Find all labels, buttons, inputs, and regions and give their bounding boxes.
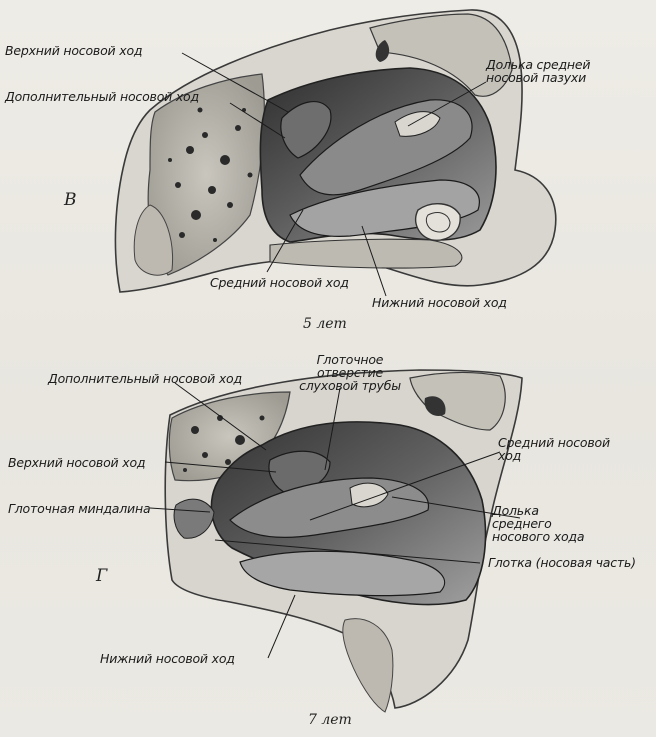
- label-lower-meatus-v: Нижний носовой ход: [372, 296, 507, 309]
- label-pharynx-nasal-g: Глотка (носовая часть): [488, 556, 636, 569]
- label-middle-sinus-lobule-v: Долька средней носовой пазухи: [486, 58, 606, 84]
- palate-v: [270, 239, 462, 268]
- label-tube-opening-g: Глоточное отверстие слуховой трубы: [295, 353, 405, 392]
- figure-age-g: 7 лет: [308, 712, 352, 728]
- label-upper-meatus-g: Верхний носовой ход: [8, 456, 145, 469]
- label-middle-meatus-lobule-g: Долька среднего носового хода: [492, 504, 602, 543]
- label-pharyngeal-tonsil-g: Глоточная миндалина: [8, 502, 150, 515]
- label-accessory-meatus-g: Дополнительный носовой ход: [48, 372, 242, 385]
- label-lower-meatus-g: Нижний носовой ход: [100, 652, 235, 665]
- label-upper-meatus-v: Верхний носовой ход: [5, 44, 142, 57]
- figure-age-v: 5 лет: [303, 316, 347, 332]
- figure-v-drawing: [115, 10, 555, 296]
- figure-letter-g: Г: [96, 566, 107, 586]
- tooth-germ-v: [416, 204, 461, 241]
- label-accessory-meatus-v: Дополнительный носовой ход: [5, 90, 199, 103]
- label-middle-meatus-v: Средний носовой ход: [210, 276, 349, 289]
- label-middle-meatus-g: Средний носовой ход: [498, 436, 623, 462]
- figure-letter-v: В: [64, 190, 77, 210]
